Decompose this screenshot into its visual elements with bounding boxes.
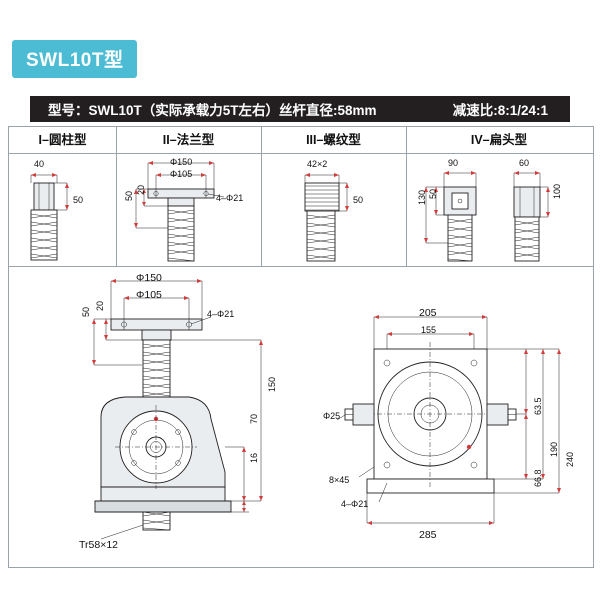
front-view-drawing — [92, 279, 263, 540]
side-view-drawing — [336, 315, 561, 525]
spec-model: 型号：SWL10T（实际承载力5T左右）丝杆直径:58mm — [48, 103, 377, 118]
side-w205-label: 205 — [419, 307, 437, 319]
front-view: Φ150 Φ105 4–Φ21 50 20 150 70 16 Tr58×12 — [39, 267, 309, 567]
divider — [261, 127, 262, 153]
flat-h3-label: 100 — [552, 183, 562, 199]
thread-spec-label: 42×2 — [307, 159, 328, 169]
variant-flat-view: 90 50 130 60 100 — [406, 153, 592, 266]
cylinder-drawing — [30, 173, 69, 261]
thread-height-label: 50 — [353, 195, 364, 205]
flange-h2-label: 20 — [136, 184, 146, 195]
thread-drawing — [304, 173, 349, 262]
side-w155-label: 155 — [421, 325, 437, 335]
divider — [261, 153, 262, 266]
flange-holes-label: 4–Φ21 — [216, 193, 244, 203]
spec-ratio: 减速比:8:1/24:1 — [452, 103, 548, 118]
side-shaft-dia-label: Φ25 — [323, 411, 341, 421]
divider — [116, 153, 117, 266]
flat-w1-label: 90 — [448, 158, 459, 168]
type-column-1: I–圆柱型 — [38, 133, 87, 147]
front-outer-dia-label: Φ150 — [136, 272, 162, 284]
type-column-3: III–螺纹型 — [306, 133, 361, 147]
divider — [116, 127, 117, 153]
front-bolt-circle-label: Φ105 — [136, 289, 162, 301]
front-h70-label: 70 — [249, 413, 259, 424]
front-h1-label: 50 — [81, 306, 91, 317]
flat-drawing — [424, 171, 550, 262]
front-h2-label: 20 — [95, 300, 105, 311]
side-h66-label: 66.8 — [533, 469, 543, 487]
side-h240-label: 240 — [565, 451, 575, 467]
side-h190-label: 190 — [549, 441, 559, 457]
page-title: SWL10T型 — [12, 40, 138, 78]
spec-bar: 型号：SWL10T（实际承载力5T左右）丝杆直径:58mm 减速比:8:1/24… — [30, 96, 570, 122]
front-total-height-label: 150 — [267, 376, 277, 392]
type-column-4: IV–扁头型 — [470, 133, 528, 147]
flange-drawing — [134, 161, 225, 262]
type-header-row: I–圆柱型 II–法兰型 III–螺纹型 IV–扁头型 — [9, 127, 593, 154]
front-holes-label: 4–Φ21 — [207, 309, 235, 319]
side-w285-label: 285 — [419, 529, 437, 541]
flat-w2-label: 60 — [519, 158, 530, 168]
flange-h1-label: 50 — [124, 190, 134, 201]
variant-flange-view: Φ150 Φ105 4–Φ21 50 20 — [116, 153, 261, 266]
variant-thread-view: 42×2 50 — [261, 153, 406, 266]
divider — [406, 153, 407, 266]
variant-cylinder-view: 40 50 — [9, 153, 116, 266]
side-view: 205 155 285 63.5 66.8 190 240 Φ25 8×45 4… — [319, 287, 589, 557]
cylinder-width-label: 40 — [34, 159, 45, 169]
divider — [9, 266, 593, 267]
flange-outer-dia-label: Φ150 — [170, 157, 193, 167]
flat-h1-label: 50 — [428, 188, 438, 199]
divider — [406, 127, 407, 153]
side-holes-label: 4–Φ21 — [341, 499, 369, 509]
flat-h2-label: 130 — [417, 189, 427, 205]
type-column-2: II–法兰型 — [162, 133, 215, 147]
side-key-label: 8×45 — [329, 475, 350, 485]
screw-spec-label: Tr58×12 — [79, 539, 119, 551]
side-h63-label: 63.5 — [533, 397, 543, 415]
cylinder-height-label: 50 — [73, 195, 84, 205]
flange-bolt-circle-label: Φ105 — [170, 169, 193, 179]
front-h16-label: 16 — [249, 452, 259, 463]
drawing-frame: I–圆柱型 II–法兰型 III–螺纹型 IV–扁头型 40 50 — [8, 126, 594, 568]
